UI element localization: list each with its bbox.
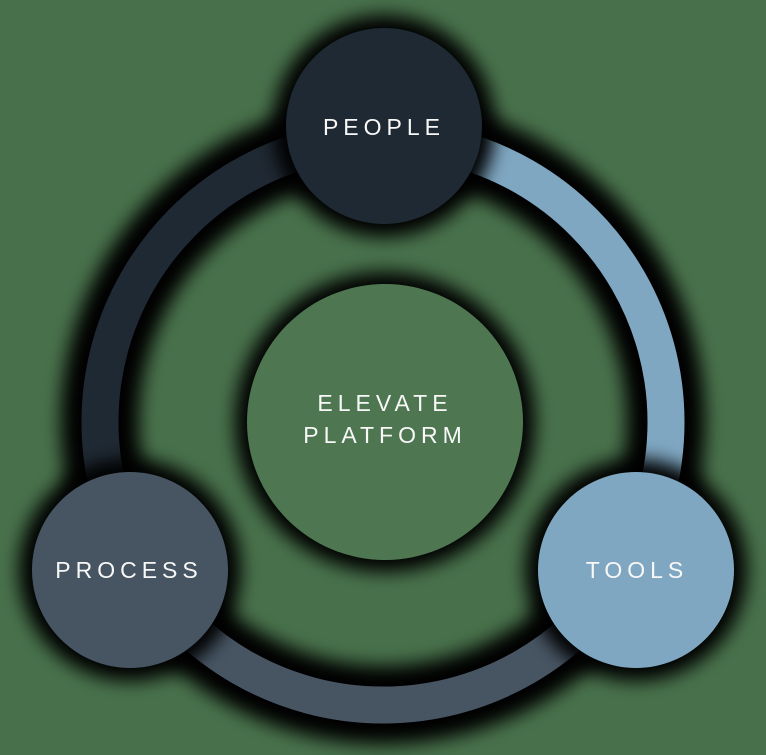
tools-label: TOOLS [586, 557, 689, 583]
center-circle [247, 284, 523, 560]
people-circle [286, 28, 482, 224]
center-label-line1: ELEVATE [317, 390, 452, 416]
center-label-line2: PLATFORM [303, 422, 467, 448]
people-label: PEOPLE [323, 114, 445, 140]
tools-circle [538, 472, 734, 668]
process-circle [32, 472, 228, 668]
process-label: PROCESS [55, 557, 202, 583]
